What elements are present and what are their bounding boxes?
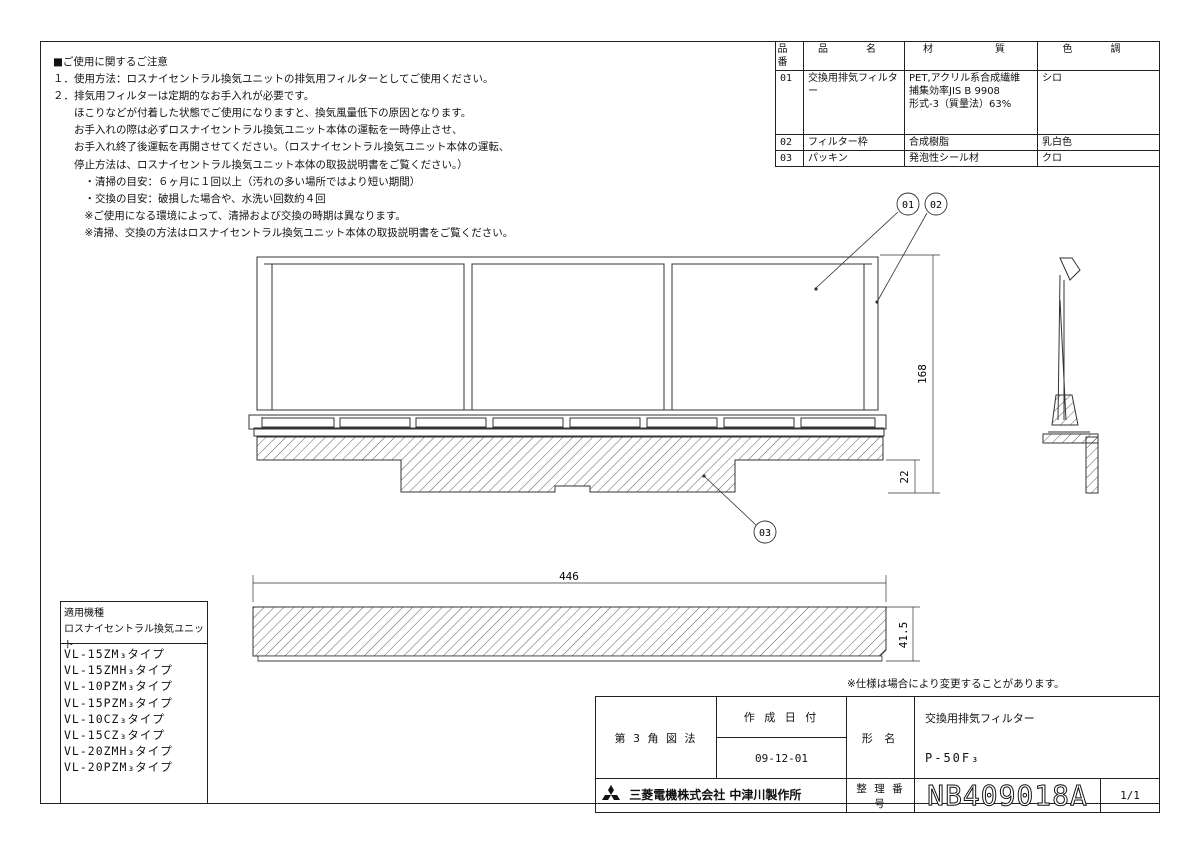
callout-01-label: 01	[902, 200, 914, 211]
note-line: ・交換の目安：破損した場合や、水洗い回数約４回	[53, 192, 326, 205]
model-name: P-50F₃	[925, 750, 981, 765]
packing-section	[256, 436, 884, 493]
part-material: 発泡性シール材	[904, 150, 1038, 167]
filter-panel	[671, 263, 865, 411]
parts-material-table: 品番 品 名 材 質 色 調 01 交換用排気フィルター PET,アクリル系合成…	[775, 41, 1160, 167]
note-line: ・清掃の目安：６ヶ月に１回以上（汚れの多い場所ではより短い期間）	[53, 175, 421, 188]
note-line: 停止方法は、ロスナイセントラル換気ユニット本体の取扱説明書をご覧ください。）	[53, 158, 468, 171]
dim-width-label: 446	[559, 570, 579, 583]
callout-leaders	[703, 211, 928, 526]
date-label: 作 成 日 付	[717, 697, 846, 738]
model-item: VL-20PZM₃タイプ	[64, 760, 173, 775]
filter-panel	[271, 263, 465, 411]
frame-bottom-rail	[248, 414, 887, 430]
usage-notes: ■ご使用に関するご注意 １．使用方法：ロスナイセントラル換気ユニットの排気用フィ…	[53, 54, 513, 242]
filter-panel	[471, 263, 665, 411]
mgmt-no-label: 整 理 番 号	[846, 778, 915, 813]
drawing-number: NB409018A	[914, 778, 1101, 813]
title-block: 第 3 角 図 法 作 成 日 付 09-12-01 形 名 交換用排気フィルタ…	[595, 696, 1160, 813]
model-item: VL-15CZ₃タイプ	[64, 728, 165, 743]
model-item: VL-20ZMH₃タイプ	[64, 744, 173, 759]
note-line: ※清掃、交換の方法はロスナイセントラル換気ユニット本体の取扱説明書をご覧ください…	[53, 226, 514, 239]
filter-side-view	[1042, 257, 1099, 494]
models-heading: 適用機種	[64, 608, 104, 619]
note-line: お手入れ終了後運転を再開させてください。（ロスナイセントラル換気ユニット本体の運…	[53, 141, 510, 154]
dim-depth-label: 41.5	[897, 622, 910, 649]
filter-frame-outline	[256, 256, 879, 411]
note-line: ２．排気用フィルターは定期的なお手入れが必要です。	[53, 90, 315, 103]
company-name: 三菱電機株式会社 中津川製作所	[629, 788, 802, 802]
model-item: VL-15ZMH₃タイプ	[64, 663, 173, 678]
sheet-number: 1/1	[1100, 778, 1160, 813]
note-line: お手入れの際は必ずロスナイセントラル換気ユニット本体の運転を一時停止させ、	[53, 124, 463, 137]
filter-bottom-view	[252, 606, 887, 662]
model-item: VL-10CZ₃タイプ	[64, 711, 165, 726]
form-label: 形 名	[846, 696, 915, 779]
model-item: VL-15PZM₃タイプ	[64, 695, 173, 710]
callout-02	[924, 192, 948, 216]
dimension-lines	[252, 254, 940, 662]
filter-front-view	[248, 256, 887, 437]
product-name: 交換用排気フィルター	[925, 711, 1035, 725]
projection-method: 第 3 角 図 法	[595, 696, 717, 779]
creation-date: 09-12-01	[755, 751, 808, 765]
note-line: ※ご使用になる環境によって、清掃および交換の時期は異なります。	[53, 209, 406, 222]
model-item: VL-15ZM₃タイプ	[64, 647, 165, 661]
callout-03-label: 03	[759, 528, 771, 539]
part-material: PET,アクリル系合成繊維 捕集効率JIS B 9908 形式-3（質量法）63…	[904, 70, 1038, 135]
note-line: ほこりなどが付着した状態でご使用になりますと、換気風量低下の原因となります。	[53, 107, 472, 120]
callout-03	[753, 520, 777, 544]
model-item: VL-10PZM₃タイプ	[64, 679, 173, 694]
header-part-name: 品 名	[803, 41, 905, 71]
dim-packing-label: 22	[898, 470, 911, 483]
callout-01	[896, 192, 920, 216]
part-color: クロ	[1037, 150, 1160, 167]
rail-slots	[261, 417, 876, 428]
mitsubishi-logo-icon	[600, 785, 622, 806]
notes-title: ■ご使用に関するご注意	[53, 56, 168, 68]
callout-02-label: 02	[930, 200, 942, 211]
applicable-models-box: 適用機種 ロスナイセントラル換気ユニット VL-15ZM₃タイプ VL-15ZM…	[60, 601, 208, 804]
part-color: シロ	[1037, 70, 1160, 135]
spec-change-note: ※仕様は場合により変更することがあります。	[847, 678, 1065, 690]
models-subheading: ロスナイセントラル換気ユニット	[64, 624, 204, 651]
note-line: １．使用方法：ロスナイセントラル換気ユニットの排気用フィルターとしてご使用くださ…	[53, 73, 494, 86]
part-name: 交換用排気フィルター	[803, 70, 905, 135]
dim-height-label: 168	[916, 364, 929, 384]
